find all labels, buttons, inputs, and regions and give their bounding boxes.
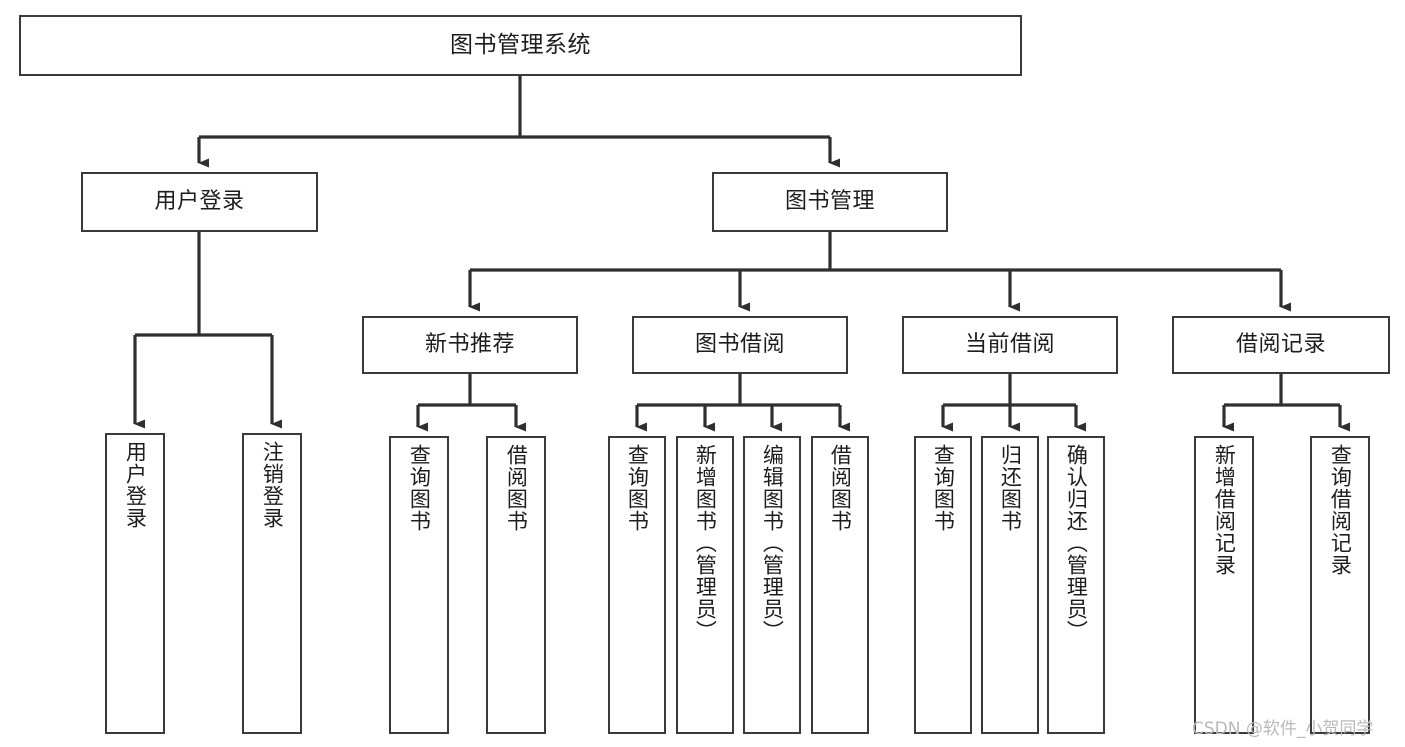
node-label: 图书管理: [784, 189, 875, 215]
leaf-user-login[interactable]: 用户登录: [105, 433, 165, 734]
leaf-logout[interactable]: 注销登录: [242, 433, 302, 734]
node-label: 新增借阅记录: [1212, 444, 1237, 576]
node-label: 注销登录: [260, 441, 285, 529]
node-root-system[interactable]: 图书管理系统: [19, 15, 1022, 76]
node-label: 图书管理系统: [450, 31, 591, 58]
node-borrow-record[interactable]: 借阅记录: [1172, 316, 1390, 374]
node-label: 用户登录: [123, 441, 148, 529]
leaf-query-borrow-record[interactable]: 查询借阅记录: [1310, 436, 1370, 734]
node-label: 当前借阅: [964, 332, 1055, 358]
leaf-add-borrow-record[interactable]: 新增借阅记录: [1194, 436, 1254, 734]
leaf-borrow-book-borrow[interactable]: 借阅图书: [811, 436, 869, 734]
node-user-login[interactable]: 用户登录: [81, 172, 318, 232]
node-label: 确认归还（管理员）: [1064, 444, 1089, 642]
node-label: 借阅图书: [828, 444, 853, 532]
leaf-query-book-borrow[interactable]: 查询图书: [608, 436, 666, 734]
node-label: 查询图书: [931, 444, 956, 532]
leaf-return-book[interactable]: 归还图书: [981, 436, 1039, 734]
node-label: 查询借阅记录: [1328, 444, 1353, 576]
node-label: 查询图书: [407, 444, 432, 532]
node-label: 编辑图书（管理员）: [760, 444, 785, 642]
leaf-query-book-current[interactable]: 查询图书: [914, 436, 972, 734]
leaf-borrow-book-new-rec[interactable]: 借阅图书: [486, 436, 546, 734]
node-book-borrow[interactable]: 图书借阅: [632, 316, 848, 374]
node-label: 新增图书（管理员）: [693, 444, 718, 642]
leaf-add-book-admin[interactable]: 新增图书（管理员）: [676, 436, 734, 734]
node-label: 归还图书: [998, 444, 1023, 532]
node-current-borrow[interactable]: 当前借阅: [902, 316, 1118, 374]
node-label: 查询图书: [625, 444, 650, 532]
node-label: 借阅记录: [1235, 332, 1326, 358]
leaf-query-book-new-rec[interactable]: 查询图书: [389, 436, 449, 734]
node-label: 借阅图书: [504, 444, 529, 532]
leaf-confirm-return-admin[interactable]: 确认归还（管理员）: [1047, 436, 1105, 734]
csdn-watermark: CSDN @软件_小贺同学: [1192, 719, 1374, 739]
node-book-manage[interactable]: 图书管理: [712, 172, 948, 232]
leaf-edit-book-admin[interactable]: 编辑图书（管理员）: [743, 436, 801, 734]
node-label: 新书推荐: [424, 332, 515, 358]
node-new-book-recommend[interactable]: 新书推荐: [362, 316, 578, 374]
node-label: 图书借阅: [694, 332, 785, 358]
node-label: 用户登录: [154, 189, 245, 215]
